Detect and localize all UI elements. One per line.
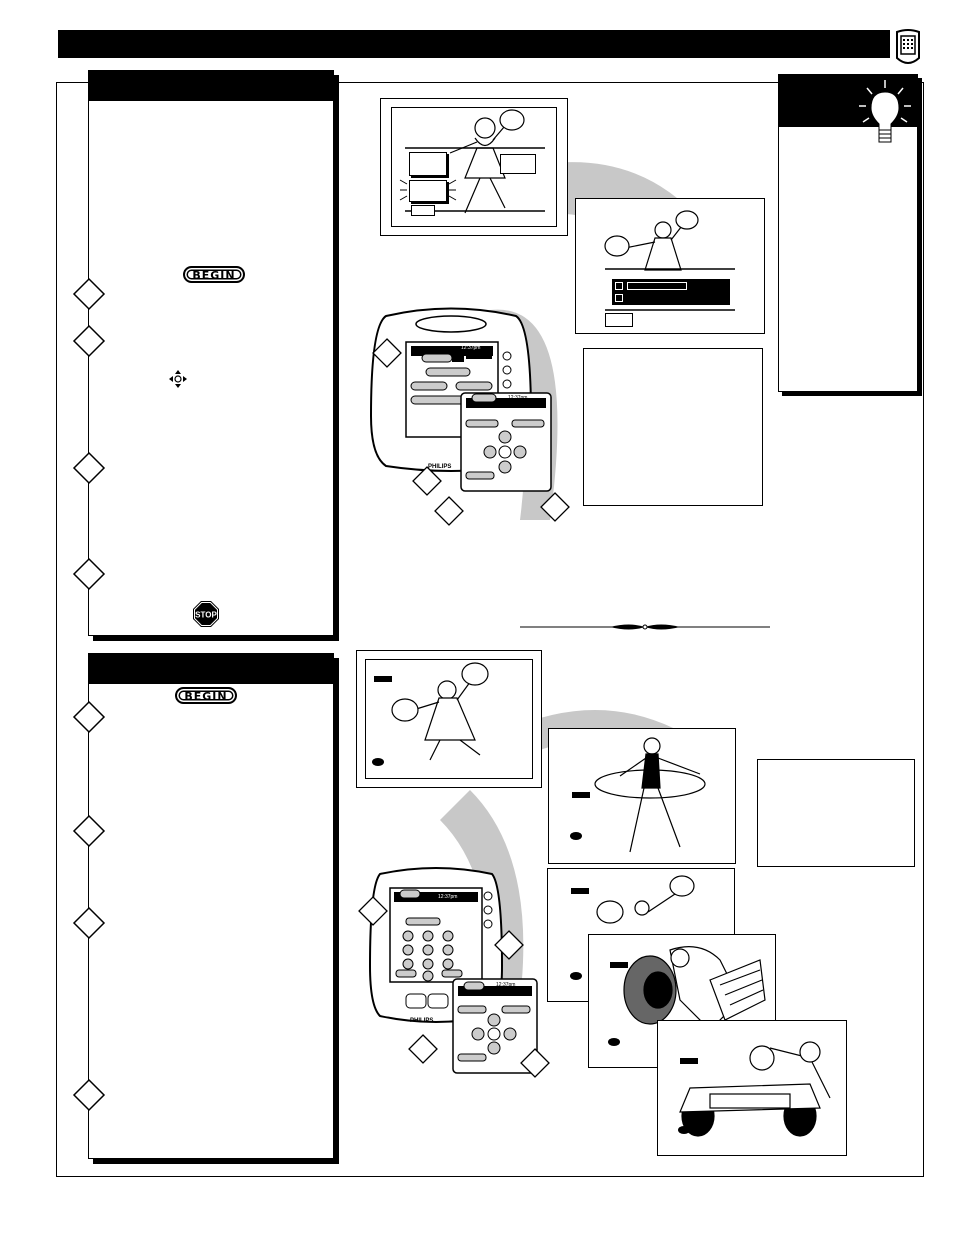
remote-brand-label: PHILIPS (410, 1018, 433, 1024)
step-diamond-icon (72, 557, 106, 591)
bottom-panel-heading-bar (89, 654, 333, 684)
status-dot (678, 1126, 690, 1134)
pointer-diamond-icon (358, 896, 388, 926)
highlight-rays-icon (399, 179, 457, 201)
channel-indicator (571, 888, 589, 894)
remote-screen-closeup: 12:37pm (452, 978, 538, 1074)
bottom-instruction-panel (88, 653, 334, 1159)
begin-badge: BEGIN (175, 687, 237, 704)
pointer-diamond-icon (434, 496, 464, 526)
remote-clock-label: 12:37pm (438, 894, 457, 900)
tv-screen-channel-e (657, 1020, 847, 1156)
menu-box (411, 205, 435, 216)
step-diamond-icon (72, 277, 106, 311)
status-dot (570, 832, 582, 840)
step-diamond-icon (72, 1078, 106, 1112)
note-box (583, 348, 763, 506)
status-dot (372, 758, 384, 766)
step-diamond-icon (72, 814, 106, 848)
status-dot (570, 972, 582, 980)
begin-badge: BEGIN (183, 266, 245, 283)
note-box (757, 759, 915, 867)
submenu-checkbox (615, 294, 623, 302)
status-dot (608, 1038, 620, 1046)
remote-clock-label: 12:37pm (461, 345, 480, 351)
submenu-list (612, 279, 730, 305)
pointer-diamond-icon (520, 1048, 550, 1078)
cheerleader-illustration (604, 210, 735, 311)
remote-screen-closeup: 12:37pm (460, 392, 552, 492)
mechanic-illustration (623, 946, 766, 1031)
hula-hoop-illustration (594, 737, 706, 853)
submenu-checkbox (615, 282, 623, 290)
light-bulb-icon (859, 80, 911, 143)
header-bar (58, 30, 890, 58)
menu-box (500, 154, 536, 174)
four-way-arrow-icon (169, 370, 187, 388)
stop-sign-label: STOP (195, 611, 217, 620)
stop-sign-icon: STOP (193, 601, 219, 627)
pointer-diamond-icon (412, 466, 442, 496)
menu-box-highlighted (409, 180, 447, 202)
top-instruction-panel (88, 70, 334, 636)
pointer-diamond-icon (540, 492, 570, 522)
step-diamond-icon (72, 906, 106, 940)
channel-indicator (680, 1058, 698, 1064)
step-diamond-icon (72, 324, 106, 358)
remote-brand-label: PHILIPS (428, 464, 451, 470)
submenu-item-highlight (627, 282, 687, 290)
pointer-diamond-icon (408, 1034, 438, 1064)
cheerleader-illustration (391, 662, 489, 761)
race-car-illustration (679, 1041, 831, 1137)
menu-box (409, 152, 447, 176)
menu-box (605, 313, 633, 327)
step-diamond-icon (72, 451, 106, 485)
section-divider (520, 624, 770, 630)
pointer-diamond-icon (372, 338, 402, 368)
page-frame (56, 82, 924, 1177)
step-diamond-icon (72, 700, 106, 734)
pointer-diamond-icon (494, 930, 524, 960)
channel-indicator (374, 676, 392, 682)
channel-indicator (572, 792, 590, 798)
remote-clock-label: 12:37pm (508, 395, 527, 401)
channel-indicator (610, 962, 628, 968)
top-panel-heading-bar (89, 71, 333, 101)
cheerleader-illustration (596, 875, 695, 924)
remote-control-icon (896, 29, 920, 64)
remote-clock-label: 12:37pm (496, 982, 515, 988)
